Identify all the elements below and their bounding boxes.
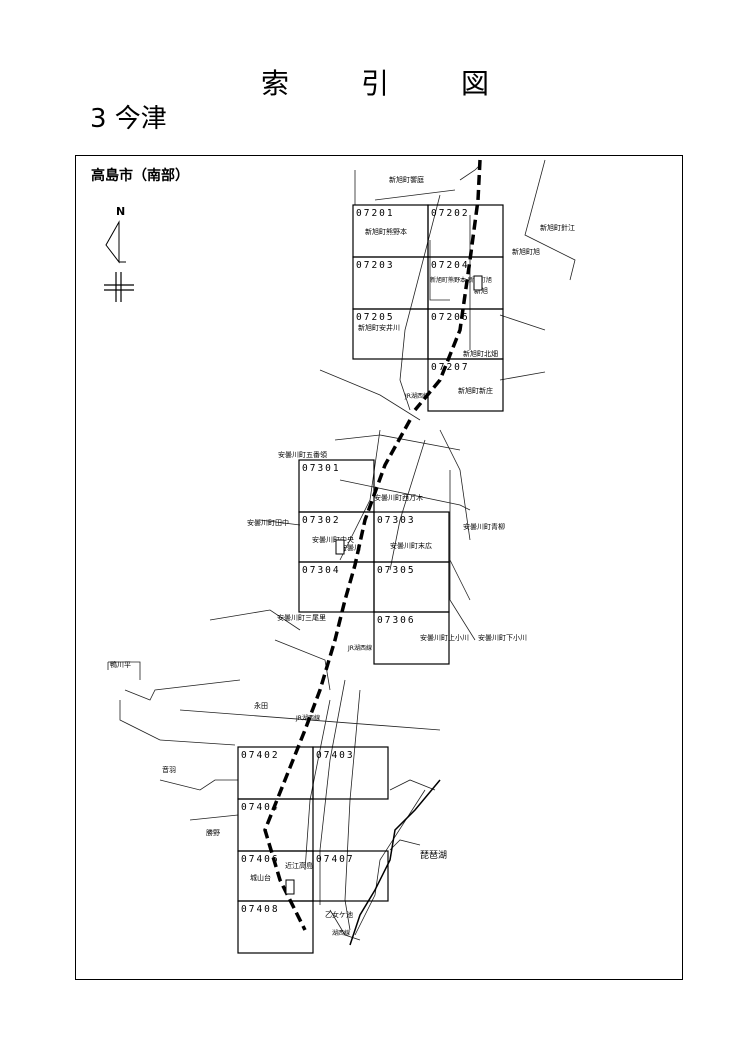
cell-name: 安曇川町西万木	[374, 493, 423, 502]
region-label: 高島市（南部）	[91, 168, 189, 184]
place-label: 安曇川町三尾里	[277, 613, 326, 622]
place-label: 安曇川町下小川	[478, 633, 527, 642]
north-arrow-icon: N	[104, 205, 134, 302]
grid-cells	[237, 204, 504, 954]
place-labels: 新旭町饗庭 新旭町針江 新旭町旭 新旭町北畑 安曇川町五番領 安曇川町田中 安曇…	[110, 175, 575, 937]
cell-id: 07408	[241, 904, 280, 915]
cell-name: 新旭町新庄	[458, 386, 493, 395]
place-label: 新旭町饗庭	[389, 175, 424, 184]
station-marker	[285, 879, 295, 895]
cell-name: 新旭町熊野本 新旭町旭	[430, 276, 492, 284]
cell-id: 07202	[431, 208, 470, 219]
page-title: 索引図	[260, 67, 561, 100]
place-label: 安曇川町田中	[247, 518, 289, 527]
page-subtitle: 3 今津	[90, 104, 167, 134]
cell-name: 新旭町熊野本	[365, 227, 407, 236]
cell-id: 07306	[377, 615, 416, 626]
cell-name: 安曇川町末広	[390, 541, 432, 550]
map-frame	[75, 155, 683, 980]
cell-name: 安曇川町中央	[312, 535, 354, 544]
cell-id: 07207	[431, 362, 470, 373]
place-label: 近江高島	[285, 861, 313, 870]
place-label: 新旭町北畑	[463, 349, 498, 358]
cell-id: 07406	[241, 854, 280, 865]
place-label: 音羽	[162, 765, 176, 774]
cell-id: 07407	[316, 854, 355, 865]
cell-id: 07301	[302, 463, 341, 474]
cell-id: 07304	[302, 565, 341, 576]
line-label: 湖西線	[332, 929, 350, 937]
cell-id: 07203	[356, 260, 395, 271]
place-label: 安曇川町青柳	[463, 522, 505, 531]
line-label: JR湖西線	[347, 644, 372, 652]
cell-name: 新旭町安井川	[358, 323, 400, 332]
cell-names: 新旭町熊野本 新旭町熊野本 新旭町旭 新旭町安井川 新旭町新庄 安曇川町西万木 …	[250, 227, 493, 882]
place-label: 乙女ケ池	[325, 910, 353, 919]
cell-id: 07205	[356, 312, 395, 323]
cell-id: 07302	[302, 515, 341, 526]
place-label: 安曇川	[340, 543, 361, 552]
jr-line	[263, 159, 482, 931]
cell-name: 安曇川町上小川	[420, 633, 469, 642]
cell-id: 07204	[431, 260, 470, 271]
cell-id: 07305	[377, 565, 416, 576]
place-label: 安曇川町五番領	[278, 450, 327, 459]
cell-id: 07201	[356, 208, 395, 219]
place-label: 新旭町旭	[512, 247, 540, 256]
place-label: 鴨川平	[110, 660, 131, 669]
north-label: N	[116, 205, 125, 218]
place-label: 琵琶湖	[420, 850, 447, 861]
station-marker	[473, 275, 483, 291]
station-marker	[335, 539, 345, 555]
place-label: 新旭町針江	[540, 223, 575, 232]
line-label: JR湖西線	[404, 392, 429, 400]
cell-id: 07403	[316, 750, 355, 761]
cell-id: 07303	[377, 515, 416, 526]
line-label: JR湖西線	[295, 714, 320, 722]
lake-shore	[349, 779, 441, 946]
place-label: 永田	[254, 701, 268, 710]
cell-id: 07402	[241, 750, 280, 761]
place-label: 勝野	[206, 828, 220, 837]
cell-id: 07404	[241, 802, 280, 813]
cell-ids: 07201 07202 07203 07204 07205 07206 0720…	[241, 208, 470, 915]
cell-name: 城山台	[250, 873, 271, 882]
cell-id: 07206	[431, 312, 470, 323]
road-network	[107, 159, 576, 941]
